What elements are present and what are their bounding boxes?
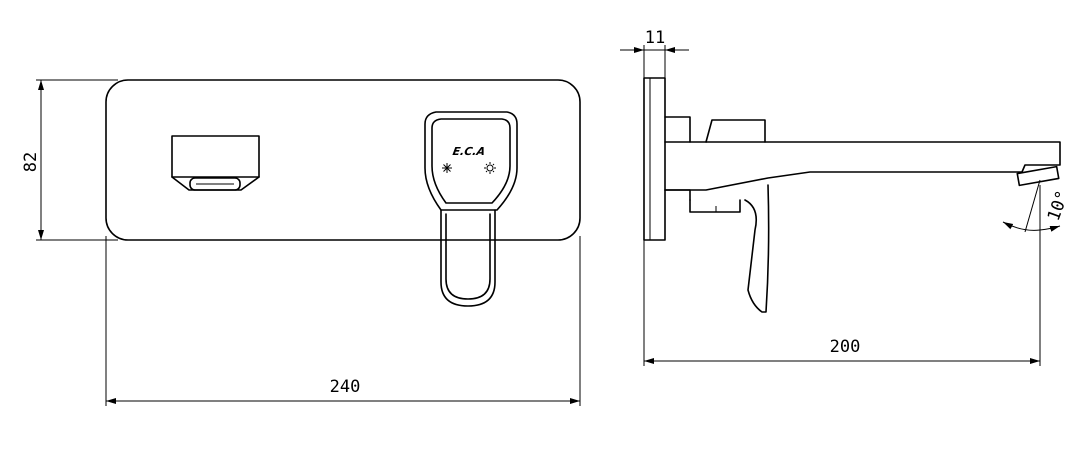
side-lever xyxy=(689,184,770,313)
dim-angle-label: 10° xyxy=(1044,188,1073,224)
dim-height: 82 xyxy=(21,79,118,241)
side-wall-plate xyxy=(643,77,666,241)
dim-thickness: 11 xyxy=(620,28,689,78)
spout-outlet xyxy=(171,135,260,191)
brand-logo: E.C.A xyxy=(452,145,487,158)
side-view: 11 200 10° xyxy=(620,28,1073,366)
dim-height-label: 82 xyxy=(21,152,41,172)
dim-spout-length-label: 200 xyxy=(830,337,861,357)
dim-angle: 10° xyxy=(1002,179,1073,233)
wall-plate xyxy=(105,79,581,241)
mixer-lever: E.C.A xyxy=(424,111,518,307)
front-view: E.C.A 82 240 xyxy=(21,79,581,406)
dim-spout-length: 200 xyxy=(643,185,1041,366)
side-spout xyxy=(664,116,1061,201)
dim-width: 240 xyxy=(105,236,581,406)
hot-sun-icon xyxy=(484,162,496,174)
cold-snowflake-icon xyxy=(442,163,452,173)
dim-width-label: 240 xyxy=(330,377,361,397)
dim-thickness-label: 11 xyxy=(645,28,665,48)
